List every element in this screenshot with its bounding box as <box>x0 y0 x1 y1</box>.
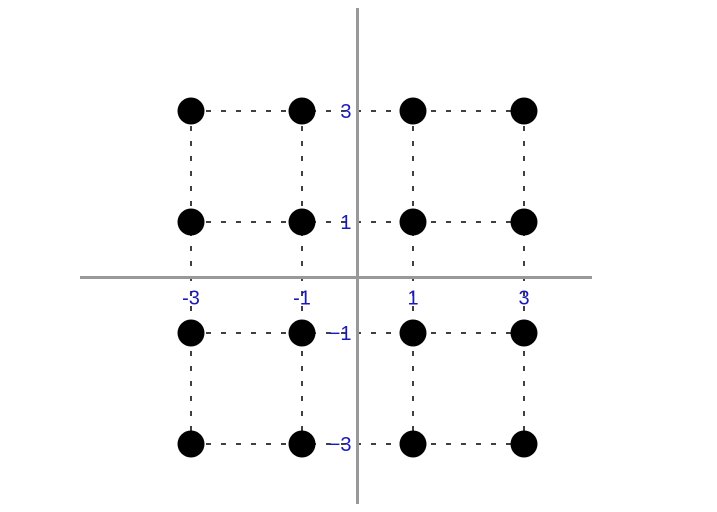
x-tick-label: -3 <box>182 288 200 310</box>
data-point <box>399 97 427 125</box>
y-tick-label: −1 <box>329 323 352 345</box>
data-point <box>510 430 538 458</box>
data-points <box>177 97 538 458</box>
data-point <box>288 319 316 347</box>
data-point <box>288 97 316 125</box>
data-point <box>288 430 316 458</box>
x-tick-label: -1 <box>293 288 311 310</box>
y-tick-label: 3 <box>340 101 351 123</box>
data-point <box>399 430 427 458</box>
data-point <box>510 97 538 125</box>
tick-labels: -3 -1 1 3 3 1 −1 −3 <box>182 101 529 456</box>
y-tick-label: −3 <box>329 434 352 456</box>
data-point <box>399 208 427 236</box>
data-point <box>510 319 538 347</box>
x-tick-label: 3 <box>518 288 529 310</box>
data-point <box>177 208 205 236</box>
data-point <box>177 97 205 125</box>
y-tick-label: 1 <box>340 212 351 234</box>
data-point <box>177 430 205 458</box>
data-point <box>399 319 427 347</box>
data-point <box>177 319 205 347</box>
data-point <box>288 208 316 236</box>
axes <box>80 8 592 504</box>
x-tick-label: 1 <box>407 288 418 310</box>
data-point <box>510 208 538 236</box>
